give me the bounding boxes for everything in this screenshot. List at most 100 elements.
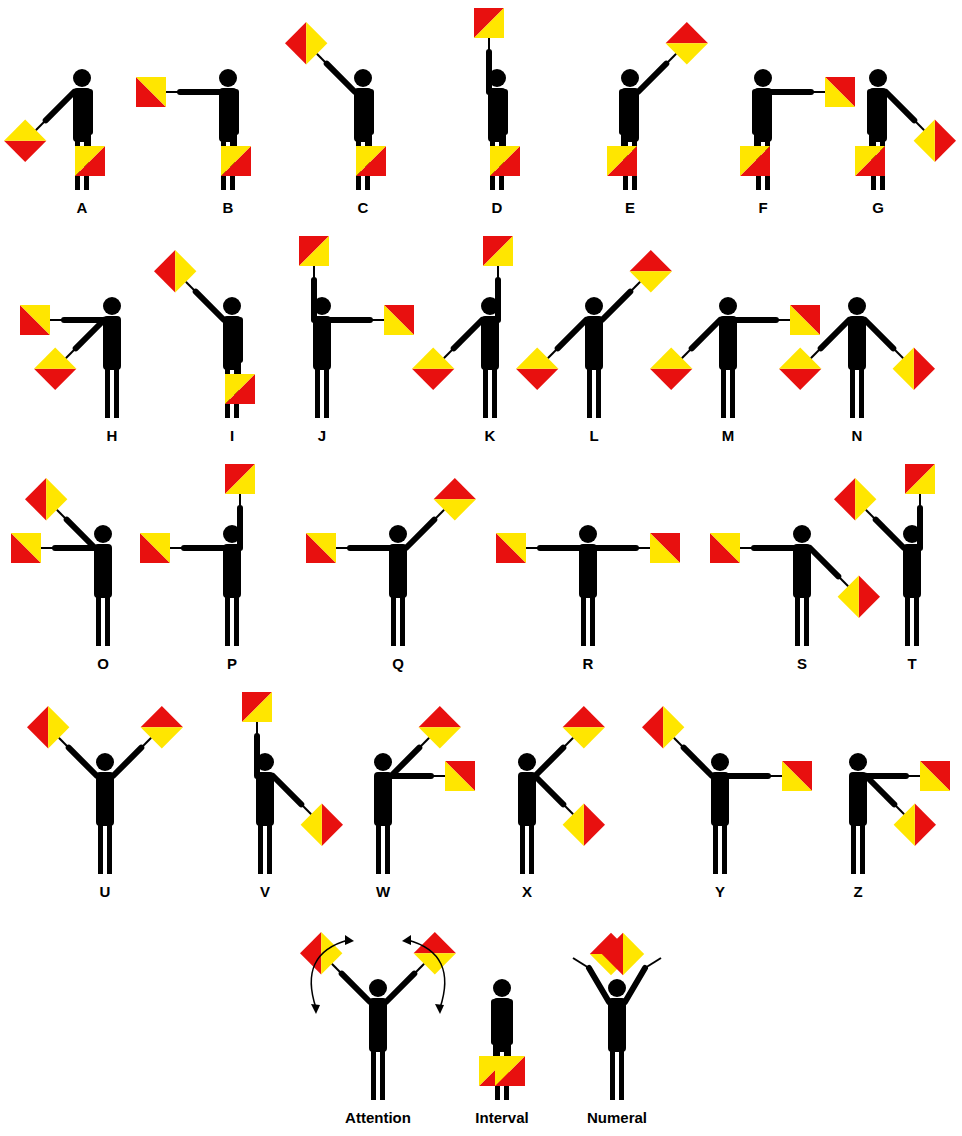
flag-pole [906, 775, 920, 777]
letter-label: E [625, 199, 635, 217]
letter-label: T [907, 655, 916, 673]
head [374, 753, 392, 771]
flag-pole [621, 132, 623, 146]
torso [223, 544, 241, 598]
arm [540, 545, 580, 551]
signaller-figure [474, 8, 520, 190]
flag-red [299, 236, 329, 266]
flag-red [935, 120, 956, 162]
flag-yellow [306, 533, 336, 563]
flag-pole [41, 547, 55, 549]
flag-red [285, 22, 306, 64]
letter-label: Z [853, 883, 862, 901]
head [73, 69, 91, 87]
signaller-figure [20, 297, 121, 418]
flag-red [414, 932, 456, 953]
letter-label: Y [715, 883, 725, 901]
arm [589, 968, 609, 1002]
motion-arrow [311, 940, 348, 1008]
flag-pole [313, 266, 315, 280]
arm [876, 520, 904, 548]
flag-yellow [356, 146, 386, 176]
flag-yellow [46, 478, 67, 520]
torso [719, 316, 737, 370]
arm [865, 320, 893, 348]
leg [391, 596, 396, 646]
flag-pole [563, 738, 573, 748]
flag-yellow [838, 576, 859, 618]
leg [587, 368, 592, 418]
flag-pole [444, 348, 454, 358]
flag-pole [488, 38, 490, 52]
leg [324, 368, 329, 418]
arm [233, 92, 239, 132]
flag-yellow [516, 348, 558, 369]
signaller-figure [412, 236, 513, 418]
flag-red [140, 533, 170, 563]
letter-label: N [852, 427, 863, 445]
flag-yellow [11, 533, 41, 563]
torso [481, 316, 499, 370]
arm [327, 64, 355, 92]
flag-yellow [75, 146, 105, 176]
leg [234, 596, 239, 646]
arm [180, 89, 220, 95]
flag-yellow [623, 933, 644, 975]
arm [602, 292, 630, 320]
flag-pole [141, 738, 151, 748]
torso [849, 772, 867, 826]
torso [374, 772, 392, 826]
letter-label: Numeral [587, 1109, 647, 1127]
head [711, 753, 729, 771]
arm [867, 92, 873, 132]
flag-yellow [607, 146, 637, 176]
arm [237, 508, 243, 548]
flag-red [20, 305, 50, 335]
torso [493, 998, 511, 1052]
torso [518, 772, 536, 826]
letter-label: S [797, 655, 807, 673]
letter-label: Q [392, 655, 404, 673]
flag-yellow [650, 533, 680, 563]
flag-red [782, 761, 812, 791]
leg [730, 368, 735, 418]
flag-red [419, 706, 461, 727]
flag-pole [57, 510, 67, 520]
leg [98, 824, 103, 874]
flag-pole [370, 132, 372, 146]
flag-red [496, 533, 526, 563]
flag-red [666, 22, 708, 43]
flag-pole [811, 91, 825, 93]
arm [386, 974, 414, 1002]
signaller-figure [516, 250, 672, 418]
leg [713, 824, 718, 874]
flag-red [859, 576, 880, 618]
letter-label: R [583, 655, 594, 673]
flag-red [740, 146, 770, 176]
arrowhead [435, 1004, 444, 1014]
arm [391, 748, 419, 776]
letter-label: X [522, 883, 532, 901]
arm [866, 776, 894, 804]
flag-yellow [141, 727, 183, 748]
torso [711, 772, 729, 826]
arm [273, 776, 301, 804]
letter-label: H [107, 427, 118, 445]
head [869, 69, 887, 87]
flag-yellow [893, 348, 914, 390]
arm [196, 292, 224, 320]
flag-yellow [225, 374, 255, 404]
flag-pole [370, 319, 384, 321]
head [369, 979, 387, 997]
flag-yellow [483, 236, 513, 266]
flag-pole [811, 348, 821, 358]
flag-yellow [630, 271, 672, 292]
signaller-figure [306, 478, 476, 646]
torso [223, 316, 241, 370]
flag-red [154, 250, 175, 292]
flag-pole [414, 964, 424, 974]
leg [529, 824, 534, 874]
flag-yellow [710, 533, 740, 563]
flag-red [779, 369, 821, 390]
